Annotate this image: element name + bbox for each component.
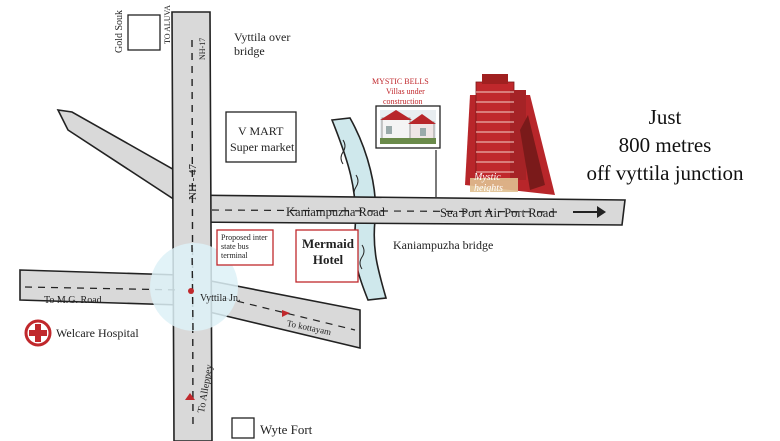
v-mart-label: V MART	[238, 124, 284, 138]
kottayam-centerline	[211, 294, 356, 331]
to-mg-road-label: To M.G. Road	[44, 295, 102, 306]
mystic-bells-label: MYSTIC BELLS	[372, 77, 429, 86]
construction-label: construction	[383, 97, 423, 106]
to-aluva-label: TO ALUVA	[163, 4, 172, 44]
proposed-terminal-label: Proposed inter state bus terminal	[221, 233, 268, 260]
mystic-heights-label: Mystic heights	[474, 172, 503, 194]
vyttila-jn-label: Vyttila Jn.	[200, 293, 241, 304]
v-mart-box	[225, 111, 297, 163]
river-wave	[340, 139, 346, 165]
nh47-label: NH - 47	[187, 163, 199, 200]
nh47-centerline	[191, 39, 194, 431]
river-wave	[359, 244, 365, 270]
kaniampuzha-bridge-label: Kaniampuzha bridge	[393, 238, 494, 252]
river-wave	[353, 174, 359, 200]
red-cross-icon	[24, 319, 52, 347]
arrow-right-icon	[573, 206, 606, 218]
vyttila-over-bridge-label: Vyttila over bridge	[234, 30, 314, 58]
gold-souk-box	[127, 14, 161, 51]
villas-under-label: Villas under	[386, 87, 425, 96]
kaniampuzha-road-label: Kaniampuzha Road	[286, 205, 385, 219]
vyttila-over-bridge-text: Vyttila over bridge	[234, 30, 291, 58]
welcare-hospital-label: Welcare Hospital	[56, 326, 139, 340]
mermaid-hotel-box	[295, 229, 359, 283]
tagline-line-3: off vyttila junction	[586, 161, 744, 185]
bus-terminal-box	[216, 229, 274, 266]
kottayam-direction-marker	[282, 310, 290, 317]
mermaid-hotel-label: Mermaid Hotel	[302, 236, 354, 267]
vyttila-junction-dot	[188, 288, 194, 294]
villa-picture	[375, 105, 441, 149]
tagline-line-2: 800 metres	[618, 133, 712, 157]
wyte-fort-label: Wyte Fort	[260, 422, 313, 437]
diagonal-road	[56, 108, 179, 202]
wyte-fort-box	[231, 417, 255, 439]
kaniampuzha-road	[179, 194, 626, 226]
seaport-road-label: Sea Port Air Port Road	[440, 206, 555, 220]
kaniampuzha-centerline	[211, 209, 561, 213]
tagline-line-1: Just	[648, 105, 682, 129]
nh17-label: NH-17	[198, 37, 207, 60]
super-market-label: Super market	[230, 140, 295, 154]
junction-vertical-line	[191, 244, 194, 331]
gold-souk-label: Gold Souk	[114, 9, 126, 54]
mystic-heights-tower	[465, 74, 555, 195]
vyttila-junction-circle	[150, 243, 238, 331]
tagline: Just 800 metres off vyttila junction	[560, 103, 770, 187]
nh47-direction-marker	[185, 393, 195, 400]
